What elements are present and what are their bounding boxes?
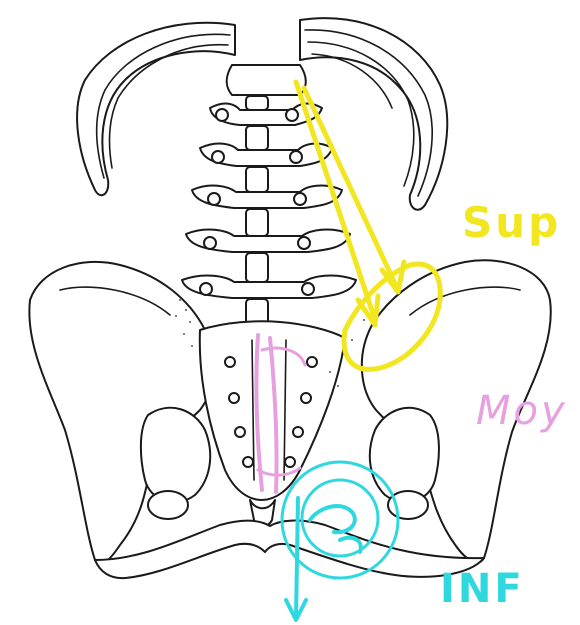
middle-label: Moy bbox=[476, 388, 568, 434]
left-ilium bbox=[29, 262, 214, 564]
lumbar-spine bbox=[182, 65, 356, 327]
superior-label: Sup bbox=[462, 198, 561, 247]
right-lower-ribs bbox=[300, 18, 447, 210]
inferior-label: INF bbox=[440, 566, 525, 612]
